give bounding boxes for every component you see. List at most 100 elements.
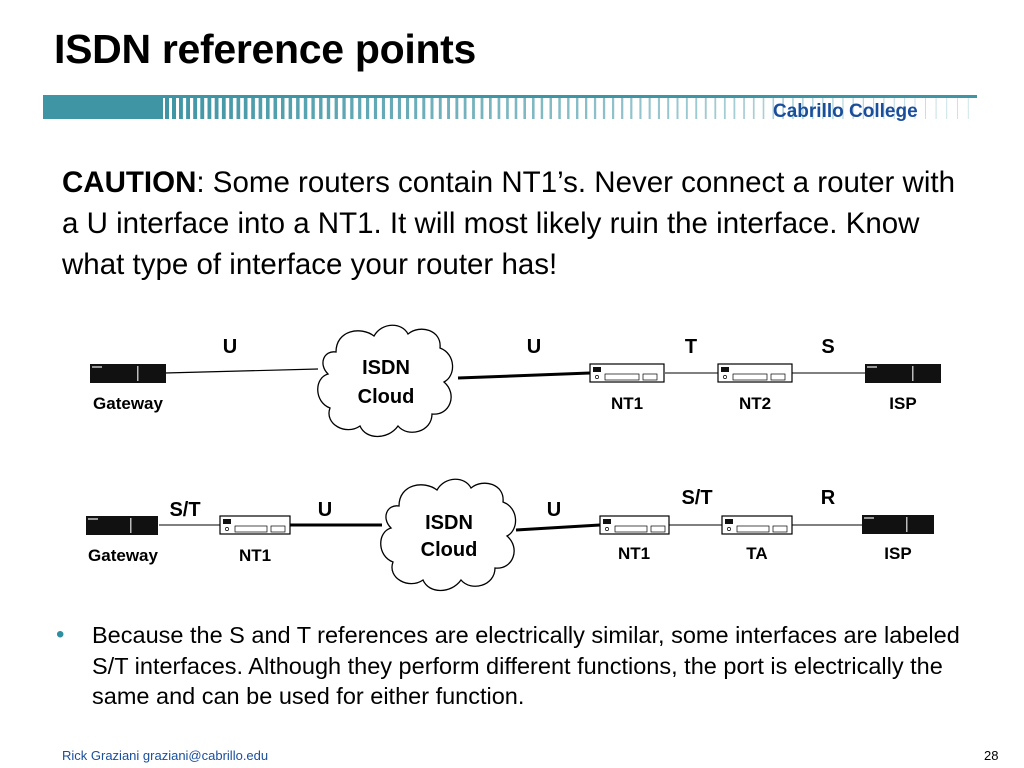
caution-label: CAUTION <box>62 166 197 199</box>
header-stripe <box>822 98 824 119</box>
header-stripe <box>381 98 385 119</box>
header-stripe <box>612 98 615 119</box>
ref-point-u: U <box>318 499 332 521</box>
header-stripe <box>558 98 561 119</box>
caution-text: : Some routers contain NT1’s. Never conn… <box>62 166 955 281</box>
header-stripe <box>311 98 315 119</box>
header-stripe <box>914 98 916 119</box>
header-stripe <box>447 98 450 119</box>
link-cloud-nt1 <box>515 523 601 532</box>
header-stripe <box>193 98 198 119</box>
header-stripe <box>667 98 670 119</box>
header-stripe <box>214 98 219 119</box>
header-stripe <box>685 98 688 119</box>
header-stripe <box>281 98 285 119</box>
device-label-gateway: Gateway <box>88 546 158 565</box>
ref-point-st: S/T <box>681 487 712 509</box>
header-stripe <box>334 98 338 119</box>
ref-point-u: U <box>223 336 237 358</box>
header-stripe <box>186 98 190 119</box>
ref-point-t: T <box>685 336 697 358</box>
header-stripe <box>397 98 401 119</box>
diagram-2: ISDN Cloud S/T U U S/T R Gateway NT1 NT1… <box>86 478 934 592</box>
header-stripe <box>714 98 717 119</box>
caution-paragraph: CAUTION: Some routers contain NT1’s. Nev… <box>62 162 962 285</box>
header-stripes <box>165 98 969 119</box>
device-label-nt1: NT1 <box>611 394 643 413</box>
header-stripe <box>514 98 518 119</box>
header-stripe <box>472 98 475 119</box>
header-stripe <box>733 98 736 119</box>
brand-logo-text: Cabrillo College <box>773 101 918 122</box>
header-stripe <box>506 98 509 119</box>
header-stripe <box>303 98 308 119</box>
header-stripe <box>630 98 633 119</box>
header-stripe <box>373 98 378 119</box>
header-stripe <box>165 98 169 119</box>
header-stripe <box>430 98 434 119</box>
ref-point-u: U <box>527 336 541 358</box>
header-stripe <box>621 98 624 119</box>
header-stripe <box>695 98 698 119</box>
header-stripe <box>455 98 459 119</box>
header-stripe <box>326 98 331 119</box>
device-label-isp: ISP <box>889 394 916 413</box>
header-stripe <box>200 98 205 119</box>
device-label-nt1: NT1 <box>618 544 650 563</box>
ta-device <box>721 515 793 535</box>
header-stripe <box>762 98 765 119</box>
header-stripe <box>422 98 426 119</box>
header-stripe <box>585 98 588 119</box>
header-stripe <box>480 98 484 119</box>
device-label-isp: ISP <box>884 544 911 563</box>
header-stripe <box>743 98 745 119</box>
header-stripe <box>414 98 418 119</box>
link-cloud-nt1 <box>457 371 591 380</box>
header-stripe <box>576 98 579 119</box>
header-stripe <box>723 98 726 119</box>
device-label-ta: TA <box>746 544 767 563</box>
bullet-item: Because the S and T references are elect… <box>92 622 960 709</box>
cloud-label-line1: ISDN <box>425 512 473 534</box>
gateway-router-2 <box>86 516 158 535</box>
header-stripe <box>904 98 906 119</box>
gateway-router-1 <box>90 364 166 383</box>
header-stripe <box>366 98 370 119</box>
diagram-1: ISDN Cloud U U T S Gateway NT1 NT2 ISP <box>90 324 941 438</box>
header-stripe <box>296 98 300 119</box>
header-stripe <box>567 98 570 119</box>
header-stripe <box>657 98 660 119</box>
header-stripe <box>842 98 844 119</box>
header-stripe <box>243 98 248 119</box>
header-stripe <box>957 98 958 119</box>
header-stripe <box>179 98 183 119</box>
header-stripe <box>438 98 442 119</box>
header-stripe <box>406 98 410 119</box>
header-stripe <box>319 98 323 119</box>
header-stripe <box>358 98 362 119</box>
header-stripe <box>172 98 176 119</box>
ref-point-s: S <box>821 336 834 358</box>
isp-router-1 <box>865 364 941 383</box>
header-stripe <box>752 98 755 119</box>
isdn-cloud-1: ISDN Cloud <box>317 324 454 438</box>
header-stripe <box>602 98 606 119</box>
header-stripe <box>236 98 241 119</box>
ref-point-r: R <box>821 487 836 509</box>
nt1-device-1 <box>589 363 665 383</box>
header-stripe <box>893 98 895 119</box>
header-stripe <box>832 98 834 119</box>
header-stripe <box>273 98 278 119</box>
header-stripe <box>648 98 651 119</box>
header-stripe <box>792 98 794 119</box>
cloud-label-line2: Cloud <box>421 539 478 561</box>
device-label-gateway: Gateway <box>93 394 163 413</box>
header-stripe <box>772 98 775 119</box>
nt1-device-2a <box>219 515 291 535</box>
device-label-nt2: NT2 <box>739 394 771 413</box>
header-stripe <box>704 98 707 119</box>
header-stripe <box>862 98 864 119</box>
ref-point-st: S/T <box>169 499 200 521</box>
header-stripe <box>852 98 854 119</box>
isp-router-2 <box>862 515 934 534</box>
